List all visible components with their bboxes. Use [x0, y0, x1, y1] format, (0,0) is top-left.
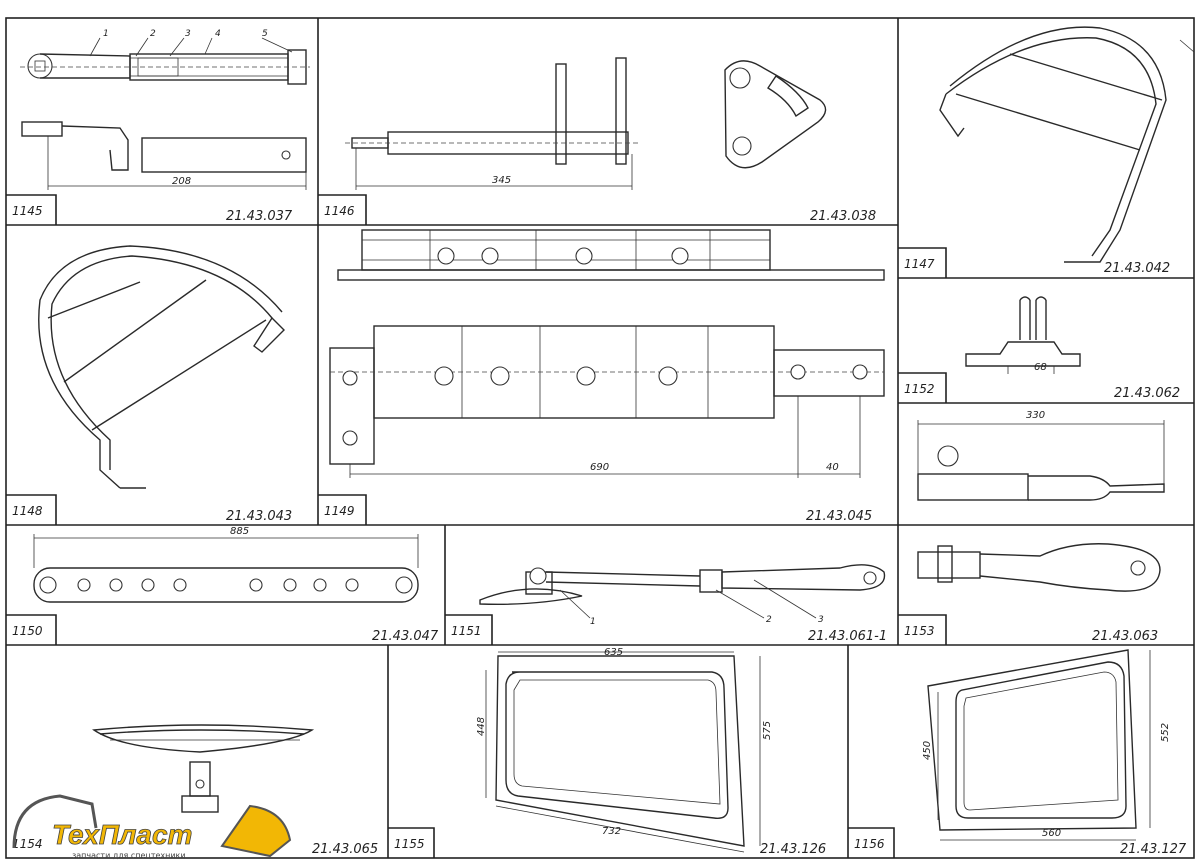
panel-1147: 1147 21.43.042	[904, 26, 1195, 276]
panel-1146: 345 1146 21.43.038	[324, 57, 876, 224]
dim-1156-1: 552	[1160, 723, 1171, 742]
part-code-1147: 21.43.042	[1104, 261, 1170, 276]
part-code-1151: 21.43.061-1	[808, 629, 887, 644]
drawing-1153-side	[917, 543, 1161, 592]
part-code-1152: 21.43.062	[1114, 386, 1180, 401]
part-code-1149: 21.43.045	[806, 509, 872, 524]
panel-1153: 330 1153 21.43.063	[904, 410, 1165, 644]
drawing-1152-bracket	[965, 296, 1081, 374]
callout-1151-3: 3	[818, 615, 824, 625]
panel-number-1154: 1154	[12, 837, 43, 851]
callout-1145-4: 4	[215, 29, 221, 39]
drawing-1156-window	[927, 649, 1151, 841]
part-code-1146: 21.43.038	[810, 209, 876, 224]
callout-1145-2: 2	[150, 29, 156, 39]
logo-name: ТехПласт	[52, 819, 192, 850]
drawing-1154-mirror	[92, 724, 315, 813]
panel-number-1148: 1148	[12, 504, 43, 518]
part-code-1150: 21.43.047	[372, 629, 439, 644]
dim-1149-0: 690	[590, 462, 609, 473]
part-code-1156: 21.43.127	[1120, 842, 1187, 857]
drawing-1151-rod	[479, 564, 886, 619]
part-code-1155: 21.43.126	[760, 842, 826, 857]
panel-number-1152: 1152	[904, 382, 935, 396]
drawing-1147-guard	[939, 26, 1195, 263]
dim-1153-0: 330	[1026, 410, 1045, 421]
part-code-1153: 21.43.063	[1092, 629, 1158, 644]
dim-1150-0: 885	[230, 526, 249, 537]
panel-number-1155: 1155	[394, 837, 425, 851]
panel-1145: 208 1 2 3 4 5 1145 21.43.037	[12, 29, 310, 224]
panel-1154: 1154 21.43.065	[12, 724, 378, 857]
panel-number-1153: 1153	[904, 624, 935, 638]
callout-1145-1: 1	[103, 29, 109, 39]
panel-number-1145: 1145	[12, 204, 43, 218]
panel-number-1151: 1151	[451, 624, 482, 638]
dim-1155-3: 732	[602, 826, 621, 837]
logo-tagline: запчасти для спецтехники	[72, 851, 186, 860]
panel-1151: 1 2 3 1151 21.43.061-1	[451, 564, 887, 644]
panel-number-1150: 1150	[12, 624, 43, 638]
part-code-1154: 21.43.065	[312, 842, 378, 857]
panel-number-1156: 1156	[854, 837, 885, 851]
drawing-1153-top	[917, 420, 1165, 501]
dim-1155-0: 635	[604, 647, 623, 658]
panel-1155: 635 448 575 732 1155 21.43.126	[394, 647, 826, 857]
drawing-1146-shaft	[345, 57, 640, 190]
dim-1155-2: 575	[762, 721, 773, 740]
drawing-1145-side	[21, 121, 307, 190]
panel-number-1146: 1146	[324, 204, 355, 218]
panel-1149: 690 40 1149 21.43.045	[324, 229, 885, 524]
dim-1145-0: 208	[172, 176, 191, 187]
grid-lines	[5, 17, 1195, 859]
drawing-1146-plate	[724, 60, 827, 169]
drawing-1149-top	[337, 229, 885, 281]
drawing-1155-window	[485, 651, 761, 853]
callout-1151-2: 2	[766, 615, 772, 625]
dim-1149-1: 40	[826, 462, 839, 473]
panel-number-1147: 1147	[904, 257, 935, 271]
callout-1145-3: 3	[185, 29, 191, 39]
part-code-1145: 21.43.037	[226, 209, 293, 224]
callout-1145-5: 5	[262, 29, 268, 39]
drawing-1150-bar	[33, 534, 419, 603]
dim-1156-2: 560	[1042, 828, 1061, 839]
drawing-1145-assembly	[20, 49, 310, 85]
dim-1146-0: 345	[492, 175, 511, 186]
techplast-logo: ТехПласт запчасти для спецтехники	[12, 794, 292, 860]
drawing-1149-front	[329, 325, 885, 478]
part-code-1148: 21.43.043	[226, 509, 292, 524]
dim-1156-0: 450	[922, 741, 933, 760]
panel-1152: 68 1152 21.43.062	[904, 296, 1180, 401]
panel-1150: 885 1150 21.43.047	[12, 526, 439, 644]
drawing-1148-guard	[38, 245, 285, 489]
panel-number-1149: 1149	[324, 504, 355, 518]
dim-1152-0: 68	[1034, 362, 1047, 373]
panel-1148: 1148 21.43.043	[12, 245, 292, 524]
callout-1151-1: 1	[590, 617, 596, 627]
dim-1155-1: 448	[476, 717, 487, 736]
panel-1156: 450 552 560 1156 21.43.127	[854, 649, 1187, 857]
excavator-icon	[12, 794, 292, 858]
